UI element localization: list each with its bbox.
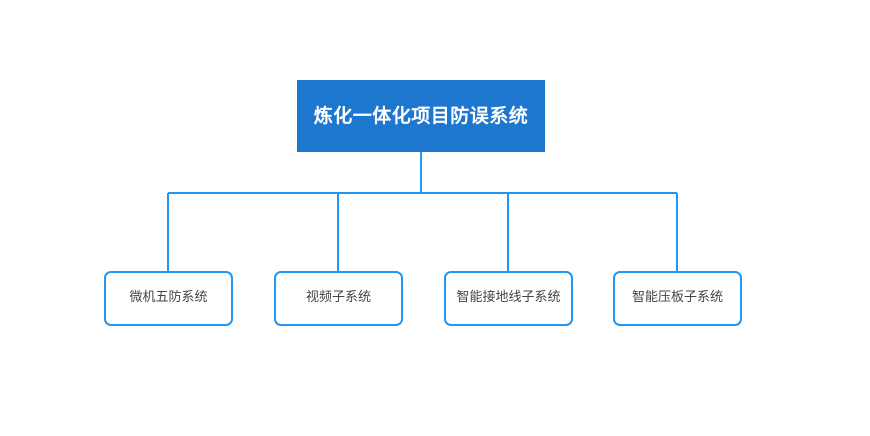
child-node-3[interactable]: 智能接地线子系统	[444, 271, 573, 326]
child-node-1[interactable]: 微机五防系统	[104, 271, 233, 326]
child-node-4[interactable]: 智能压板子系统	[613, 271, 742, 326]
child-node-4-label: 智能压板子系统	[631, 290, 723, 306]
child-node-2[interactable]: 视频子系统	[274, 271, 403, 326]
child-node-2-label: 视频子系统	[305, 290, 371, 306]
child-node-3-label: 智能接地线子系统	[456, 290, 561, 306]
root-node[interactable]: 炼化一体化项目防误系统	[297, 80, 545, 152]
root-node-label: 炼化一体化项目防误系统	[313, 104, 529, 127]
child-node-1-label: 微机五防系统	[129, 290, 208, 306]
